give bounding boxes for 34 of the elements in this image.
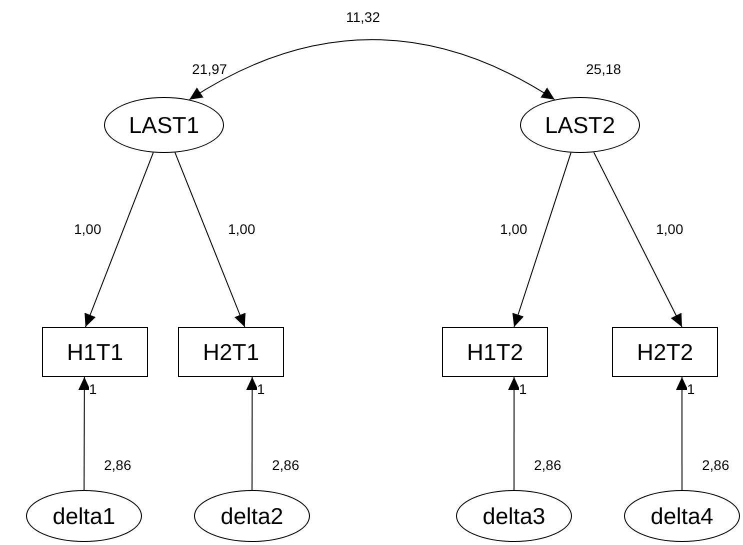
arrow	[84, 152, 154, 328]
variance-label: 2,86	[702, 458, 730, 472]
latent-variable-ellipse: delta2	[194, 490, 310, 542]
latent-variable-ellipse: delta4	[624, 490, 740, 542]
latent-variable-ellipse: delta1	[26, 490, 142, 542]
arrow	[512, 152, 572, 328]
observed-variable-box: H2T2	[612, 327, 718, 377]
arrow	[78, 376, 90, 490]
arrow	[508, 376, 520, 490]
latent-variable-ellipse: LAST2	[520, 97, 640, 153]
edge-label: 11,32	[346, 10, 380, 24]
edge-label: 1,00	[656, 222, 684, 236]
edge-label: 1,00	[228, 222, 256, 236]
latent-variable-ellipse: delta3	[456, 490, 572, 542]
edge-label: 1	[687, 382, 695, 396]
edge-label: 1,00	[74, 222, 102, 236]
latent-variable-ellipse: LAST1	[104, 97, 224, 153]
edge-label: 1	[257, 382, 265, 396]
observed-variable-box: H1T2	[442, 327, 548, 377]
arrow	[174, 152, 246, 328]
arrow	[246, 376, 258, 490]
arrow	[593, 152, 682, 328]
edge-label: 1	[519, 382, 527, 396]
variance-label: 2,86	[272, 458, 300, 472]
observed-variable-box: H2T1	[178, 327, 284, 377]
arrow	[676, 376, 688, 490]
edge-label: 1,00	[500, 222, 528, 236]
edge-label: 1	[89, 382, 97, 396]
arrow	[188, 39, 556, 100]
variance-label: 21,97	[192, 62, 228, 76]
observed-variable-box: H1T1	[42, 327, 148, 377]
variance-label: 25,18	[586, 62, 622, 76]
variance-label: 2,86	[104, 458, 132, 472]
variance-label: 2,86	[534, 458, 562, 472]
